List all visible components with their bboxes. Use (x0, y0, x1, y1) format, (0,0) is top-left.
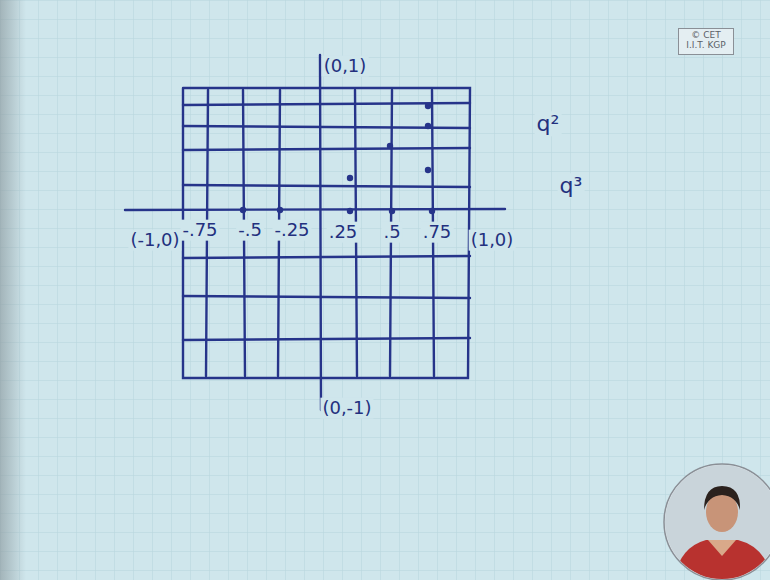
axis-label: -.75 (180, 220, 219, 241)
axis-label: .5 (381, 222, 402, 243)
grid-dot (425, 123, 431, 129)
expression-label: q³ (558, 173, 585, 198)
watermark-text: © CET I.I.T. KGP (679, 29, 733, 52)
axis-label: (-1,0) (128, 230, 181, 251)
expression-label: q² (535, 111, 562, 136)
axis-label: (0,-1) (320, 398, 373, 419)
grid-dot (389, 208, 395, 214)
grid-dot (277, 207, 283, 213)
axis-label: -.5 (236, 220, 264, 241)
hand-grid (125, 55, 505, 410)
grid-dot (387, 143, 393, 149)
axis-label: -.25 (272, 220, 311, 241)
grid-dot (425, 103, 431, 109)
grid-dot (425, 167, 431, 173)
presenter-inset (660, 460, 770, 580)
axis-label: .25 (327, 222, 360, 243)
board-edge (0, 0, 26, 580)
watermark-box: © CET I.I.T. KGP (678, 28, 734, 55)
grid-dot (347, 208, 353, 214)
grid-dot (347, 175, 353, 181)
axis-label: (0,1) (322, 56, 369, 77)
axis-label: .75 (421, 222, 454, 243)
grid-dot (429, 208, 435, 214)
grid-dot (240, 207, 246, 213)
axis-label: (1,0) (469, 230, 516, 251)
